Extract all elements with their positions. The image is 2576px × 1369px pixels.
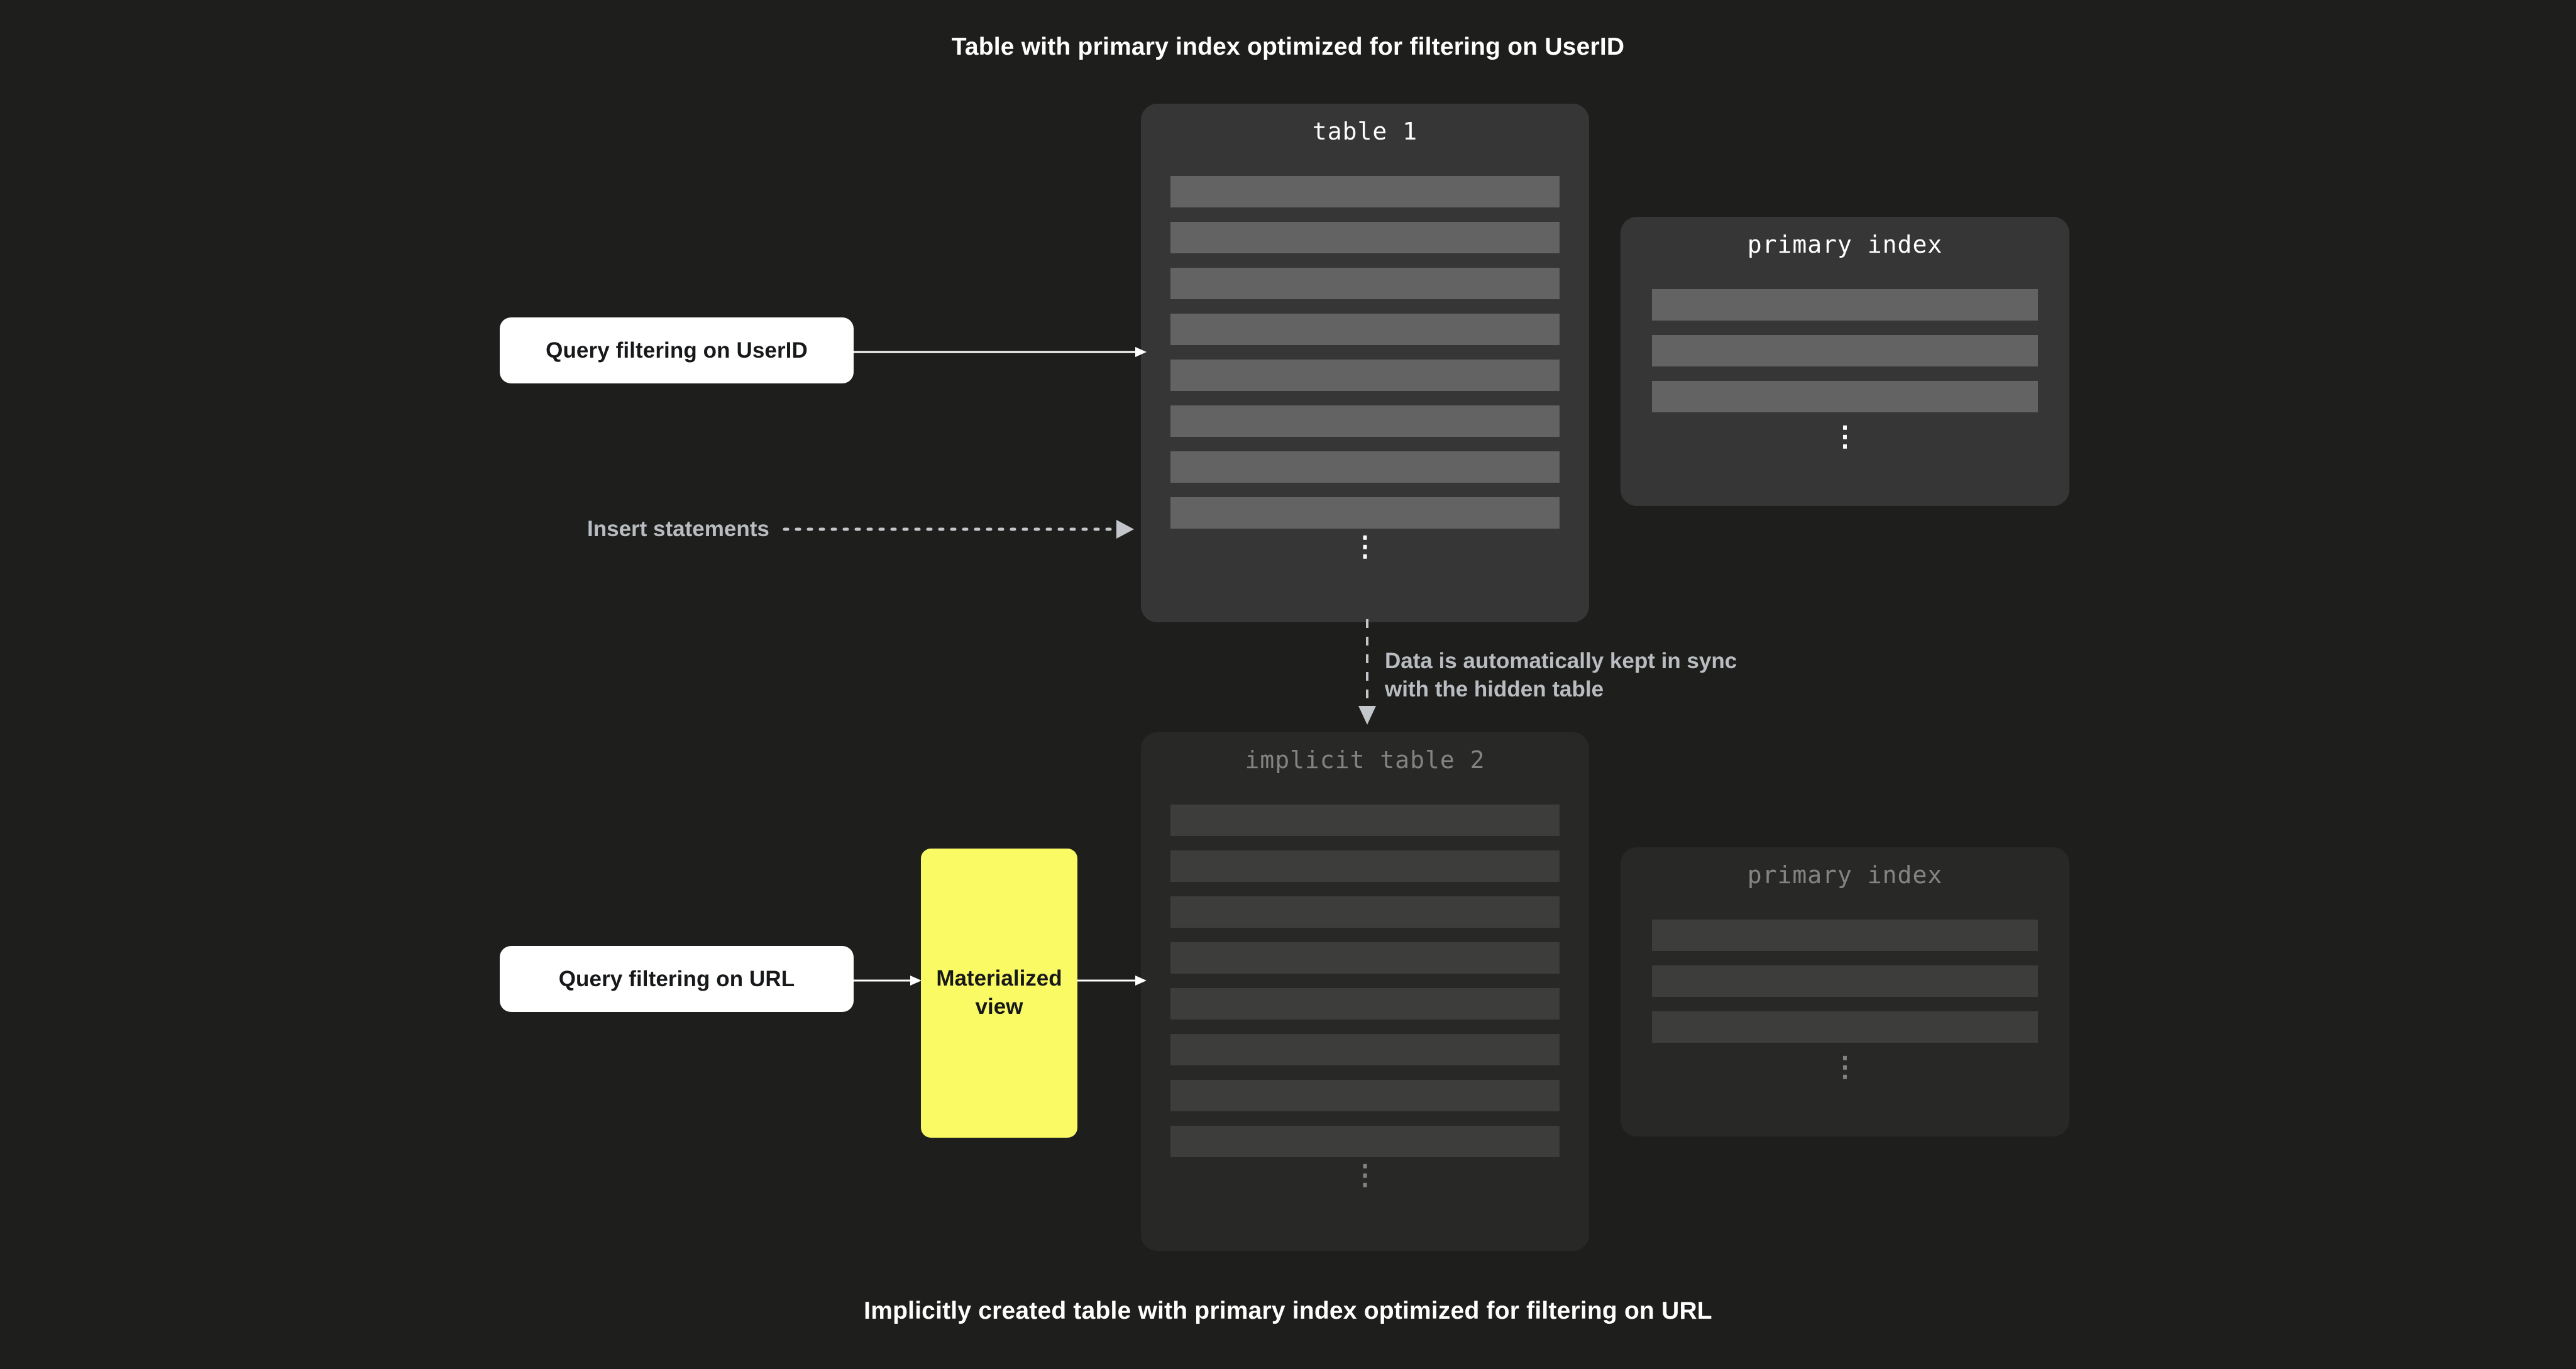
bottom-caption: Implicitly created table with primary in… bbox=[864, 1297, 1712, 1324]
primary-index-2-ellipsis-icon: ⋮ bbox=[1831, 1052, 1859, 1082]
implicit-table-2-card: implicit table 2 ⋮ bbox=[1141, 732, 1589, 1251]
primary-index-1-rows bbox=[1652, 289, 2038, 427]
table-row bbox=[1170, 850, 1560, 882]
arrow-insert-statements bbox=[783, 515, 1137, 543]
table-row bbox=[1170, 1126, 1560, 1157]
index-row bbox=[1652, 381, 2038, 412]
table-row bbox=[1170, 451, 1560, 483]
primary-index-1-title: primary index bbox=[1747, 231, 1943, 258]
index-row bbox=[1652, 965, 2038, 997]
table-row bbox=[1170, 1034, 1560, 1065]
arrow-query-userid-to-table1 bbox=[854, 339, 1149, 365]
insert-statements-label: Insert statements bbox=[587, 517, 769, 541]
sync-note-label: Data is automatically kept in sync with … bbox=[1385, 649, 1737, 701]
table-row bbox=[1170, 176, 1560, 207]
implicit-table-2-title: implicit table 2 bbox=[1245, 746, 1485, 774]
implicit-table-2-ellipsis-icon: ⋮ bbox=[1351, 1160, 1379, 1190]
table-row bbox=[1170, 497, 1560, 529]
primary-index-1-card: primary index ⋮ bbox=[1621, 217, 2069, 506]
query-filtering-url-box[interactable]: Query filtering on URL bbox=[500, 946, 854, 1012]
implicit-table-2-rows bbox=[1170, 805, 1560, 1172]
index-row bbox=[1652, 335, 2038, 366]
table-row bbox=[1170, 314, 1560, 345]
table-row bbox=[1170, 942, 1560, 974]
query-filtering-userid-box[interactable]: Query filtering on UserID bbox=[500, 317, 854, 383]
arrow-materialized-view-to-table2 bbox=[1077, 968, 1149, 993]
table-row bbox=[1170, 268, 1560, 299]
primary-index-2-title: primary index bbox=[1747, 861, 1943, 889]
table-row bbox=[1170, 988, 1560, 1020]
table-1-card: table 1 ⋮ bbox=[1141, 104, 1589, 622]
table-row bbox=[1170, 222, 1560, 253]
table-1-rows bbox=[1170, 176, 1560, 543]
index-row bbox=[1652, 1011, 2038, 1043]
table-1-title: table 1 bbox=[1312, 118, 1418, 145]
table-row bbox=[1170, 896, 1560, 928]
primary-index-1-ellipsis-icon: ⋮ bbox=[1831, 421, 1859, 452]
arrow-query-url-to-materialized-view bbox=[854, 968, 924, 993]
table-row bbox=[1170, 805, 1560, 836]
primary-index-2-card: primary index ⋮ bbox=[1621, 847, 2069, 1136]
top-caption: Table with primary index optimized for f… bbox=[951, 33, 1625, 60]
index-row bbox=[1652, 289, 2038, 321]
table-row bbox=[1170, 360, 1560, 391]
index-row bbox=[1652, 920, 2038, 951]
primary-index-2-rows bbox=[1652, 920, 2038, 1057]
table-1-ellipsis-icon: ⋮ bbox=[1351, 531, 1379, 562]
table-row bbox=[1170, 1080, 1560, 1111]
table-row bbox=[1170, 405, 1560, 437]
arrow-sync-table1-to-table2 bbox=[1355, 619, 1380, 726]
